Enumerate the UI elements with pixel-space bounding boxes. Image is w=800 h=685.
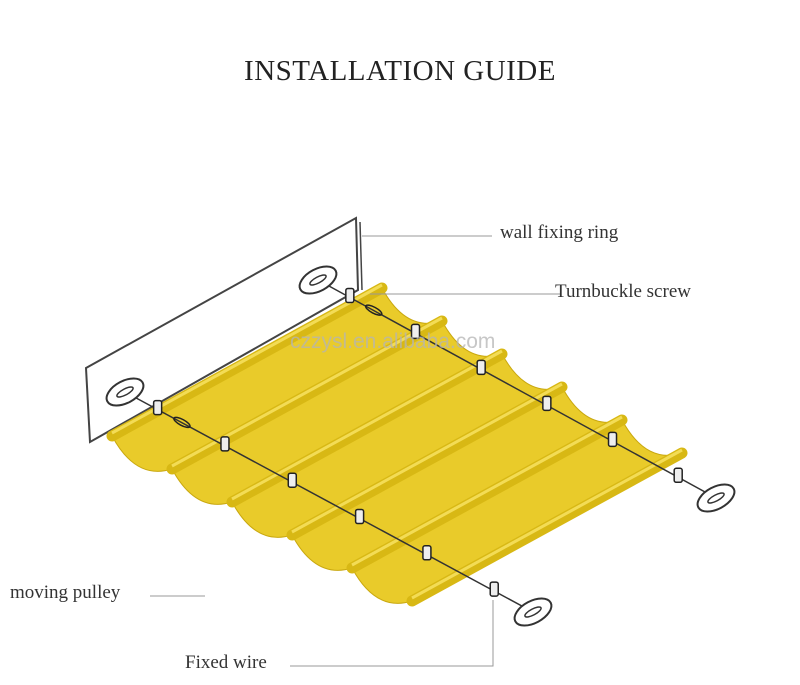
label-moving-pulley: moving pulley [10, 582, 121, 603]
support-rod [166, 315, 448, 475]
moving-pulley-icon [489, 581, 499, 597]
turnbuckle-screw-icon [173, 416, 191, 429]
moving-pulley-icon [607, 431, 618, 448]
moving-pulley-icon [345, 287, 355, 304]
watermark: czzysl.en.alibaba.com [290, 330, 496, 353]
end-fixing-ring-icon [513, 483, 736, 627]
support-rod [346, 414, 628, 574]
fixed-wire [124, 391, 534, 613]
fixed-wires [124, 279, 717, 613]
wall-plate [84, 216, 360, 444]
moving-pulley-icon [354, 508, 365, 525]
wall-fixing-ring-icon [105, 265, 338, 407]
moving-pulley-icon [542, 395, 552, 412]
leader-lines [150, 235, 560, 667]
rod-highlight [411, 448, 683, 600]
label-fixed-wire: Fixed wire [185, 652, 267, 673]
moving-pulley-icon [476, 359, 486, 376]
moving-pulley-icon [220, 436, 230, 452]
label-turnbuckle-screw: Turnbuckle screw [555, 281, 691, 302]
moving-pulley-icon [410, 323, 421, 340]
moving-pulley-icon [287, 472, 298, 488]
support-rod [406, 447, 688, 607]
label-wall-fixing-ring: wall fixing ring [500, 222, 619, 243]
moving-pulley-icon [673, 467, 683, 484]
fixed-wire [317, 279, 717, 499]
rod-highlight [291, 382, 563, 534]
support-rod [226, 348, 508, 508]
moving-pulley-icon [152, 399, 163, 416]
rod-highlight [351, 415, 623, 567]
moving-pulley-icon [422, 545, 432, 561]
turnbuckle-screw-icon [364, 304, 383, 316]
page-title: INSTALLATION GUIDE [244, 55, 556, 87]
canopy-fabric [106, 282, 688, 607]
support-rod [286, 381, 568, 541]
